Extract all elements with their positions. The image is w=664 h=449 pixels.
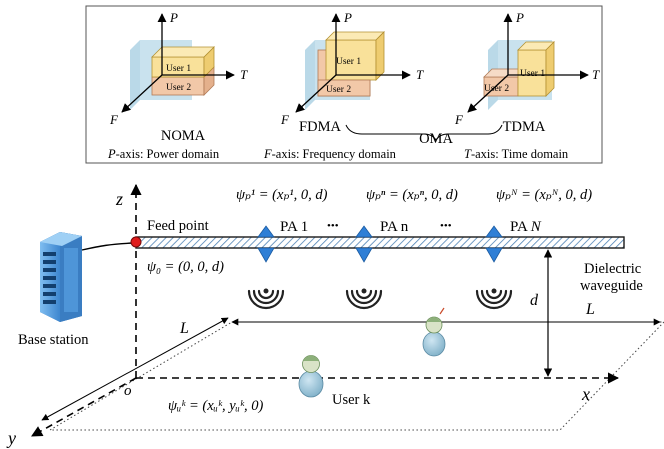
t-axis-desc: -axis: Time domain: [471, 147, 569, 161]
dielectric-waveguide: [135, 236, 625, 249]
user-k-label: User k: [332, 392, 371, 408]
feed-cable: [81, 242, 135, 251]
y-axis: [31, 377, 137, 437]
fdma-t-label: T: [416, 67, 424, 82]
tdma-illustration: User 1 User 2 P T F: [454, 10, 600, 127]
oma-label: OMA: [419, 131, 453, 147]
psi-pN-label: ψₚᴺ = (xₚᴺ, 0, d): [496, 187, 592, 203]
fdma-f-axis: [295, 74, 337, 113]
psi0-label: ψ₀ = (0, 0, d): [147, 259, 224, 275]
pa-N-index: N: [530, 219, 542, 235]
p-axis-description: P-axis: Power domain: [107, 147, 220, 161]
x-axis-label: x: [581, 384, 590, 404]
fdma-user1-label: User 1: [336, 57, 361, 67]
l-right-label: L: [585, 301, 595, 318]
noma-shade-side: [130, 40, 140, 110]
dielectric-label-line2: waveguide: [580, 278, 643, 294]
pa-1-label: PA 1: [280, 219, 308, 235]
noma-f-axis: [121, 74, 163, 113]
psi-pn-label: ψₚⁿ = (xₚⁿ, 0, d): [366, 187, 458, 203]
p-axis-name: P: [107, 147, 116, 161]
multiple-access-legend: User 1 User 2 P T F User 1 User 2: [85, 5, 603, 164]
fdma-illustration: User 1 User 2 P T F: [280, 10, 424, 127]
tdma-user1-side: [545, 41, 555, 97]
f-axis-name: F: [263, 147, 272, 161]
ground-plane: [48, 321, 664, 431]
pinching-antenna-scene: z x y o L L d: [6, 183, 664, 448]
pinching-antenna-N: [485, 225, 503, 263]
pa-N-label: PA N: [510, 219, 542, 235]
t-axis-description: T-axis: Time domain: [464, 147, 569, 161]
radiation-icon-n: [345, 288, 383, 310]
tdma-p-label: P: [515, 10, 524, 25]
f-axis-desc: -axis: Frequency domain: [272, 147, 397, 161]
noma-p-label: P: [169, 10, 178, 25]
radiation-icon-N: [475, 288, 513, 310]
f-axis-description: F-axis: Frequency domain: [263, 147, 397, 161]
pinching-antenna-n: [355, 225, 373, 263]
t-axis-name: T: [464, 147, 472, 161]
fdma-label: FDMA: [299, 119, 341, 135]
pa-n-label: PA n: [380, 219, 409, 235]
fdma-user1-top: [325, 31, 385, 41]
fdma-user1-box: [325, 39, 377, 81]
noma-t-label: T: [240, 67, 248, 82]
fdma-p-label: P: [343, 10, 352, 25]
noma-user1-label: User 1: [166, 64, 191, 74]
oma-brace: [345, 124, 503, 141]
tdma-user1-label: User 1: [520, 69, 545, 79]
user-icon-back: [422, 307, 446, 357]
fdma-user1-side: [375, 31, 385, 81]
z-axis-label: z: [115, 189, 123, 209]
dots-2: •••: [440, 220, 452, 232]
noma-user2-label: User 2: [166, 83, 191, 93]
p-axis-desc: -axis: Power domain: [116, 147, 220, 161]
y-axis-label: y: [6, 428, 16, 448]
psi-p1-label: ψₚ¹ = (xₚ¹, 0, d): [236, 187, 328, 203]
dielectric-label-line1: Dielectric: [584, 261, 641, 277]
noma-user1-top: [151, 46, 215, 58]
l-left-label: L: [179, 320, 189, 337]
feed-point-marker: [130, 236, 142, 248]
user-k-icon: [298, 355, 324, 398]
dots-1: •••: [327, 220, 339, 232]
tdma-label: TDMA: [503, 119, 546, 135]
feed-point-label: Feed point: [147, 218, 209, 234]
radiation-icon-1: [247, 288, 285, 310]
pinching-antenna-1: [257, 225, 275, 263]
tdma-f-label: F: [454, 112, 464, 127]
noma-f-label: F: [109, 112, 119, 127]
height-d-label: d: [530, 292, 539, 309]
noma-illustration: User 1 User 2 P T F: [109, 10, 248, 127]
fdma-user2-label: User 2: [326, 85, 351, 95]
base-station-icon: [40, 232, 82, 322]
fdma-shade-side: [305, 40, 315, 110]
noma-label: NOMA: [161, 128, 206, 144]
pa-N-prefix: PA: [510, 219, 531, 235]
base-station-label: Base station: [18, 332, 89, 348]
tdma-f-axis: [467, 74, 509, 113]
tdma-t-label: T: [592, 67, 600, 82]
fdma-user2-front: [317, 79, 371, 97]
fdma-f-label: F: [280, 112, 290, 127]
tdma-user2-label: User 2: [484, 84, 509, 94]
l-left-dimension: [41, 317, 229, 421]
psi-user-label: ψᵤᵏ = (xᵤᵏ, yᵤᵏ, 0): [168, 398, 263, 414]
origin-label: o: [124, 383, 132, 399]
